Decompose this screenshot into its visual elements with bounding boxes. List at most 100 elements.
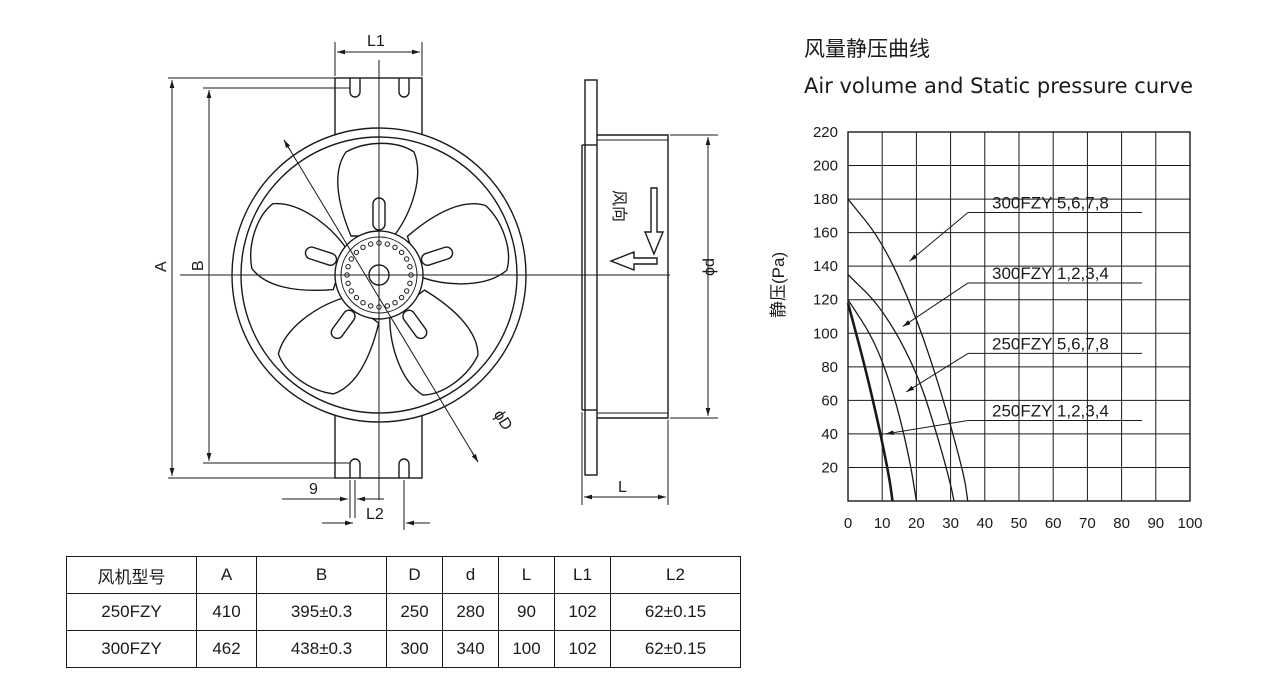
slot-bottom-right <box>398 458 410 478</box>
x-tick-label: 50 <box>1011 515 1028 532</box>
table-cell: 250 <box>386 593 443 631</box>
hub-hole <box>345 264 351 270</box>
table-cell: 62±0.15 <box>610 593 741 631</box>
dim-phid-label: ϕd <box>701 258 718 276</box>
x-tick-label: 30 <box>942 515 959 532</box>
series-line <box>847 198 969 502</box>
header-A: A <box>196 556 257 594</box>
table-row: 300FZY 462 438±0.3 300 340 100 102 62±0.… <box>66 630 741 668</box>
hub-hole <box>368 303 374 309</box>
legend-leader <box>909 212 969 262</box>
y-tick-label: 140 <box>813 258 838 275</box>
hub-hole <box>398 249 405 256</box>
y-tick-label: 80 <box>821 359 838 376</box>
chart-ylabel: 静压(Pa) <box>769 252 788 318</box>
table-row: 250FZY 410 395±0.3 250 280 90 102 62±0.1… <box>66 593 741 631</box>
hub-hole <box>384 303 390 309</box>
dim-B-label: B <box>190 260 207 271</box>
table-cell: 410 <box>196 593 257 631</box>
header-L1: L1 <box>554 556 611 594</box>
chart-x-ticks: 0 10 20 30 40 50 60 70 80 90 100 <box>844 515 1203 532</box>
dim-phiD-line <box>283 139 479 463</box>
table-cell: 102 <box>554 593 611 631</box>
table-cell: 90 <box>498 593 555 631</box>
dim-L1-label: L1 <box>367 33 385 50</box>
legend-label: 300FZY 5,6,7,8 <box>992 194 1109 213</box>
x-tick-label: 20 <box>908 515 925 532</box>
hub-hole <box>348 288 354 294</box>
table-cell: 300 <box>386 630 443 668</box>
table-cell: 250FZY <box>66 593 197 631</box>
performance-chart: 风量静压曲线 Air volume and Static pressure cu… <box>769 37 1203 532</box>
y-tick-label: 220 <box>813 124 838 141</box>
y-tick-label: 180 <box>813 191 838 208</box>
header-model: 风机型号 <box>66 556 197 594</box>
table-cell: 102 <box>554 630 611 668</box>
slot-bottom-left <box>349 458 361 478</box>
series-line <box>846 302 894 502</box>
header-D: D <box>386 556 443 594</box>
table-cell: 62±0.15 <box>610 630 741 668</box>
legend-label: 250FZY 1,2,3,4 <box>992 401 1109 420</box>
table-cell: 100 <box>498 630 555 668</box>
x-tick-label: 60 <box>1045 515 1062 532</box>
chart-series <box>846 198 969 502</box>
slot-top-left <box>349 78 361 98</box>
x-tick-label: 100 <box>1177 515 1202 532</box>
hub-hole <box>353 294 360 301</box>
side-view: ϕd L 风向 <box>581 79 718 505</box>
hub-hole <box>407 280 413 286</box>
header-L: L <box>498 556 555 594</box>
legend-leader <box>885 419 969 435</box>
hub-hole <box>398 294 405 301</box>
hub-hole <box>348 256 354 262</box>
y-tick-label: 120 <box>813 292 838 309</box>
hub-hole <box>360 244 366 251</box>
dim-A-label: A <box>153 261 170 272</box>
hub-hole <box>392 300 398 306</box>
slot-top-right <box>398 78 410 98</box>
spec-table: 风机型号 A B D d L L1 L2 250FZY 410 395±0.3 … <box>66 556 741 668</box>
hub-hole <box>407 264 413 270</box>
hub-holes <box>344 240 414 310</box>
series-line <box>847 274 955 502</box>
header-d: d <box>442 556 499 594</box>
hub-hole <box>368 241 374 247</box>
airflow-arrow-down-icon <box>643 187 665 256</box>
hub-hole <box>360 300 366 306</box>
x-tick-label: 70 <box>1079 515 1096 532</box>
dim-9-label: 9 <box>309 481 318 498</box>
legend-label: 300FZY 1,2,3,4 <box>992 264 1109 283</box>
airflow-arrow-left-icon <box>609 250 658 272</box>
dim-L2-label: L2 <box>366 506 384 523</box>
x-tick-label: 0 <box>844 515 852 532</box>
header-B: B <box>256 556 387 594</box>
dim-L-label: L <box>618 479 627 496</box>
hub-hole <box>392 244 398 251</box>
header-L2: L2 <box>610 556 741 594</box>
side-flange <box>584 79 598 476</box>
table-cell: 395±0.3 <box>256 593 387 631</box>
hub-hole <box>353 249 360 256</box>
table-cell: 438±0.3 <box>256 630 387 668</box>
hub-hole <box>345 280 351 286</box>
x-tick-label: 10 <box>874 515 891 532</box>
chart-title-cn: 风量静压曲线 <box>804 37 930 61</box>
airflow-label: 风向 <box>610 190 628 222</box>
y-tick-label: 60 <box>821 392 838 409</box>
table-cell: 280 <box>442 593 499 631</box>
front-view: A B L1 9 L2 ϕD <box>153 33 670 530</box>
hub-hole <box>384 241 390 247</box>
x-tick-label: 80 <box>1113 515 1130 532</box>
x-tick-label: 90 <box>1147 515 1164 532</box>
x-tick-label: 40 <box>976 515 993 532</box>
legend-leader <box>902 282 969 327</box>
series-line <box>847 299 918 502</box>
table-header-row: 风机型号 A B D d L L1 L2 <box>66 556 741 594</box>
hub-hole <box>404 288 410 294</box>
table-cell: 340 <box>442 630 499 668</box>
table-cell: 300FZY <box>66 630 197 668</box>
